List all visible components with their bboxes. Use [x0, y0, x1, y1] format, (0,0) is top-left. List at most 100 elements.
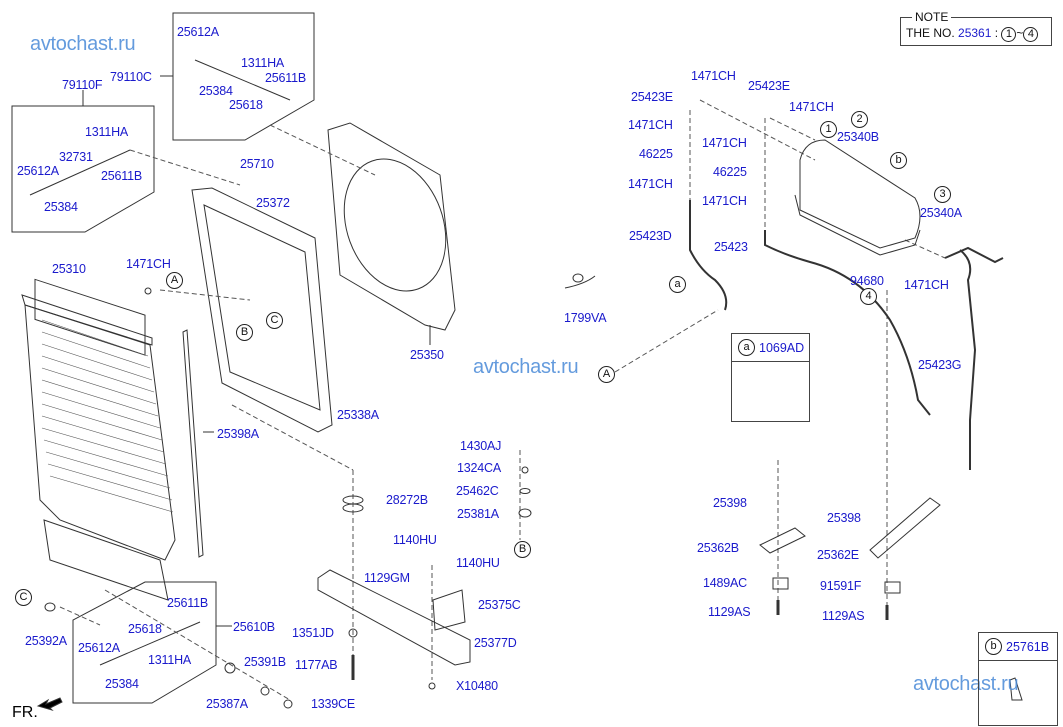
part-label[interactable]: 25391B	[244, 655, 286, 669]
part-label[interactable]: 1471CH	[126, 257, 171, 271]
part-label[interactable]: 1129AS	[708, 605, 751, 619]
part-label[interactable]: 25392A	[25, 634, 67, 648]
part-label[interactable]: 91591F	[820, 579, 862, 593]
part-label[interactable]: 25423D	[629, 229, 672, 243]
part-label[interactable]: 25462C	[456, 484, 499, 498]
part-label[interactable]: 25384	[44, 200, 78, 214]
part-label[interactable]: 25710	[240, 157, 274, 171]
part-label[interactable]: 1471CH	[789, 100, 834, 114]
reservoir-tank	[799, 139, 921, 249]
part-label[interactable]: 25618	[128, 622, 162, 636]
callout-part-25761B[interactable]: 25761B	[1006, 639, 1050, 654]
callout-marker-b: b	[985, 638, 1002, 655]
part-label[interactable]: 25611B	[101, 169, 142, 183]
part-label[interactable]: 25340B	[837, 130, 879, 144]
part-label[interactable]: 1140HU	[393, 533, 437, 547]
ref-marker-A: A	[166, 272, 183, 289]
note-part-number[interactable]: 25361	[958, 26, 992, 40]
part-label[interactable]: 25610B	[233, 620, 275, 634]
watermark: avtochast.ru	[30, 33, 136, 55]
part-label[interactable]: 25381A	[457, 507, 499, 521]
callout-box-b-header: b 25761B	[979, 633, 1057, 661]
part-label[interactable]: 1430AJ	[460, 439, 502, 453]
callout-marker-a: a	[738, 339, 755, 356]
part-label[interactable]: 1324CA	[457, 461, 501, 475]
part-label[interactable]: 46225	[639, 147, 673, 161]
part-label[interactable]: 25612A	[17, 164, 59, 178]
part-label[interactable]: 25423E	[631, 90, 673, 104]
ref-marker-a: a	[669, 276, 686, 293]
callout-box-a: a 1069AD	[731, 333, 810, 422]
part-label[interactable]: 1471CH	[691, 69, 736, 83]
part-label[interactable]: 79110C	[110, 70, 152, 84]
callout-part-1069AD[interactable]: 1069AD	[759, 340, 805, 355]
note-prefix: THE NO.	[906, 26, 955, 40]
part-label[interactable]: 1129GM	[364, 571, 410, 585]
part-label[interactable]: 1471CH	[702, 194, 747, 208]
part-label[interactable]: 79110F	[62, 78, 103, 92]
part-label[interactable]: 1129AS	[822, 609, 865, 623]
lower-bracket	[317, 569, 471, 666]
part-label[interactable]: 25612A	[177, 25, 219, 39]
part-label[interactable]: 25423E	[748, 79, 790, 93]
part-label[interactable]: 25398	[713, 496, 747, 510]
part-label[interactable]: 94680	[850, 274, 884, 288]
front-arrow	[36, 697, 63, 712]
part-label[interactable]: 32731	[59, 150, 93, 164]
watermark: avtochast.ru	[913, 673, 1019, 695]
part-label[interactable]: 25310	[52, 262, 86, 276]
callout-box-b: b 25761B	[978, 632, 1058, 726]
part-label[interactable]: 25340A	[920, 206, 962, 220]
part-label[interactable]: 25618	[229, 98, 263, 112]
part-label[interactable]: 25611B	[167, 596, 208, 610]
part-label[interactable]: 25377D	[474, 636, 517, 650]
part-label[interactable]: 25387A	[206, 697, 248, 711]
part-label[interactable]: X10480	[456, 679, 498, 693]
ref-marker-3: 3	[934, 186, 951, 203]
ref-marker-B: B	[236, 324, 253, 341]
part-label[interactable]: 25611B	[265, 71, 306, 85]
shroud-frame	[191, 187, 333, 433]
orientation-label: FR.	[12, 704, 38, 721]
ref-marker-B: B	[514, 541, 531, 558]
part-label[interactable]: 25362E	[817, 548, 859, 562]
part-label[interactable]: 25398A	[217, 427, 259, 441]
kit-79110F-box	[11, 105, 155, 233]
note-range-start-marker: 1	[1001, 27, 1017, 42]
part-label[interactable]: 1311HA	[85, 125, 129, 139]
part-label[interactable]: 1471CH	[702, 136, 747, 150]
part-label[interactable]: 1311HA	[148, 653, 192, 667]
part-label[interactable]: 1489AC	[703, 576, 747, 590]
watermark: avtochast.ru	[473, 356, 579, 378]
ref-marker-C: C	[266, 312, 283, 329]
part-label[interactable]: 25423G	[918, 358, 962, 372]
part-label[interactable]: 25375C	[478, 598, 521, 612]
part-label[interactable]: 25612A	[78, 641, 120, 655]
part-label[interactable]: 46225	[713, 165, 747, 179]
ref-marker-b: b	[890, 152, 907, 169]
part-label[interactable]: 1471CH	[904, 278, 949, 292]
part-label[interactable]: 1351JD	[292, 626, 334, 640]
part-label[interactable]: 1177AB	[295, 658, 338, 672]
part-label[interactable]: 1799VA	[564, 311, 607, 325]
part-label[interactable]: 25362B	[697, 541, 739, 555]
part-label[interactable]: 25384	[199, 84, 233, 98]
part-label[interactable]: 1339CE	[311, 697, 355, 711]
part-label[interactable]: 25384	[105, 677, 139, 691]
part-label[interactable]: 25398	[827, 511, 861, 525]
kit-79110C-box	[172, 12, 315, 141]
part-label[interactable]: 1471CH	[628, 118, 673, 132]
part-label[interactable]: 28272B	[386, 493, 428, 507]
note-separator: :	[994, 26, 999, 40]
part-label[interactable]: 25338A	[337, 408, 379, 422]
part-label[interactable]: 25423	[714, 240, 748, 254]
part-label[interactable]: 1140HU	[456, 556, 500, 570]
part-label[interactable]: 25372	[256, 196, 290, 210]
part-label[interactable]: 1311HA	[241, 56, 285, 70]
fan-shroud	[327, 122, 456, 331]
ref-marker-C: C	[15, 589, 32, 606]
part-label[interactable]: 25350	[410, 348, 444, 362]
note-range-sep: ~	[1016, 26, 1024, 40]
part-label[interactable]: 1471CH	[628, 177, 673, 191]
